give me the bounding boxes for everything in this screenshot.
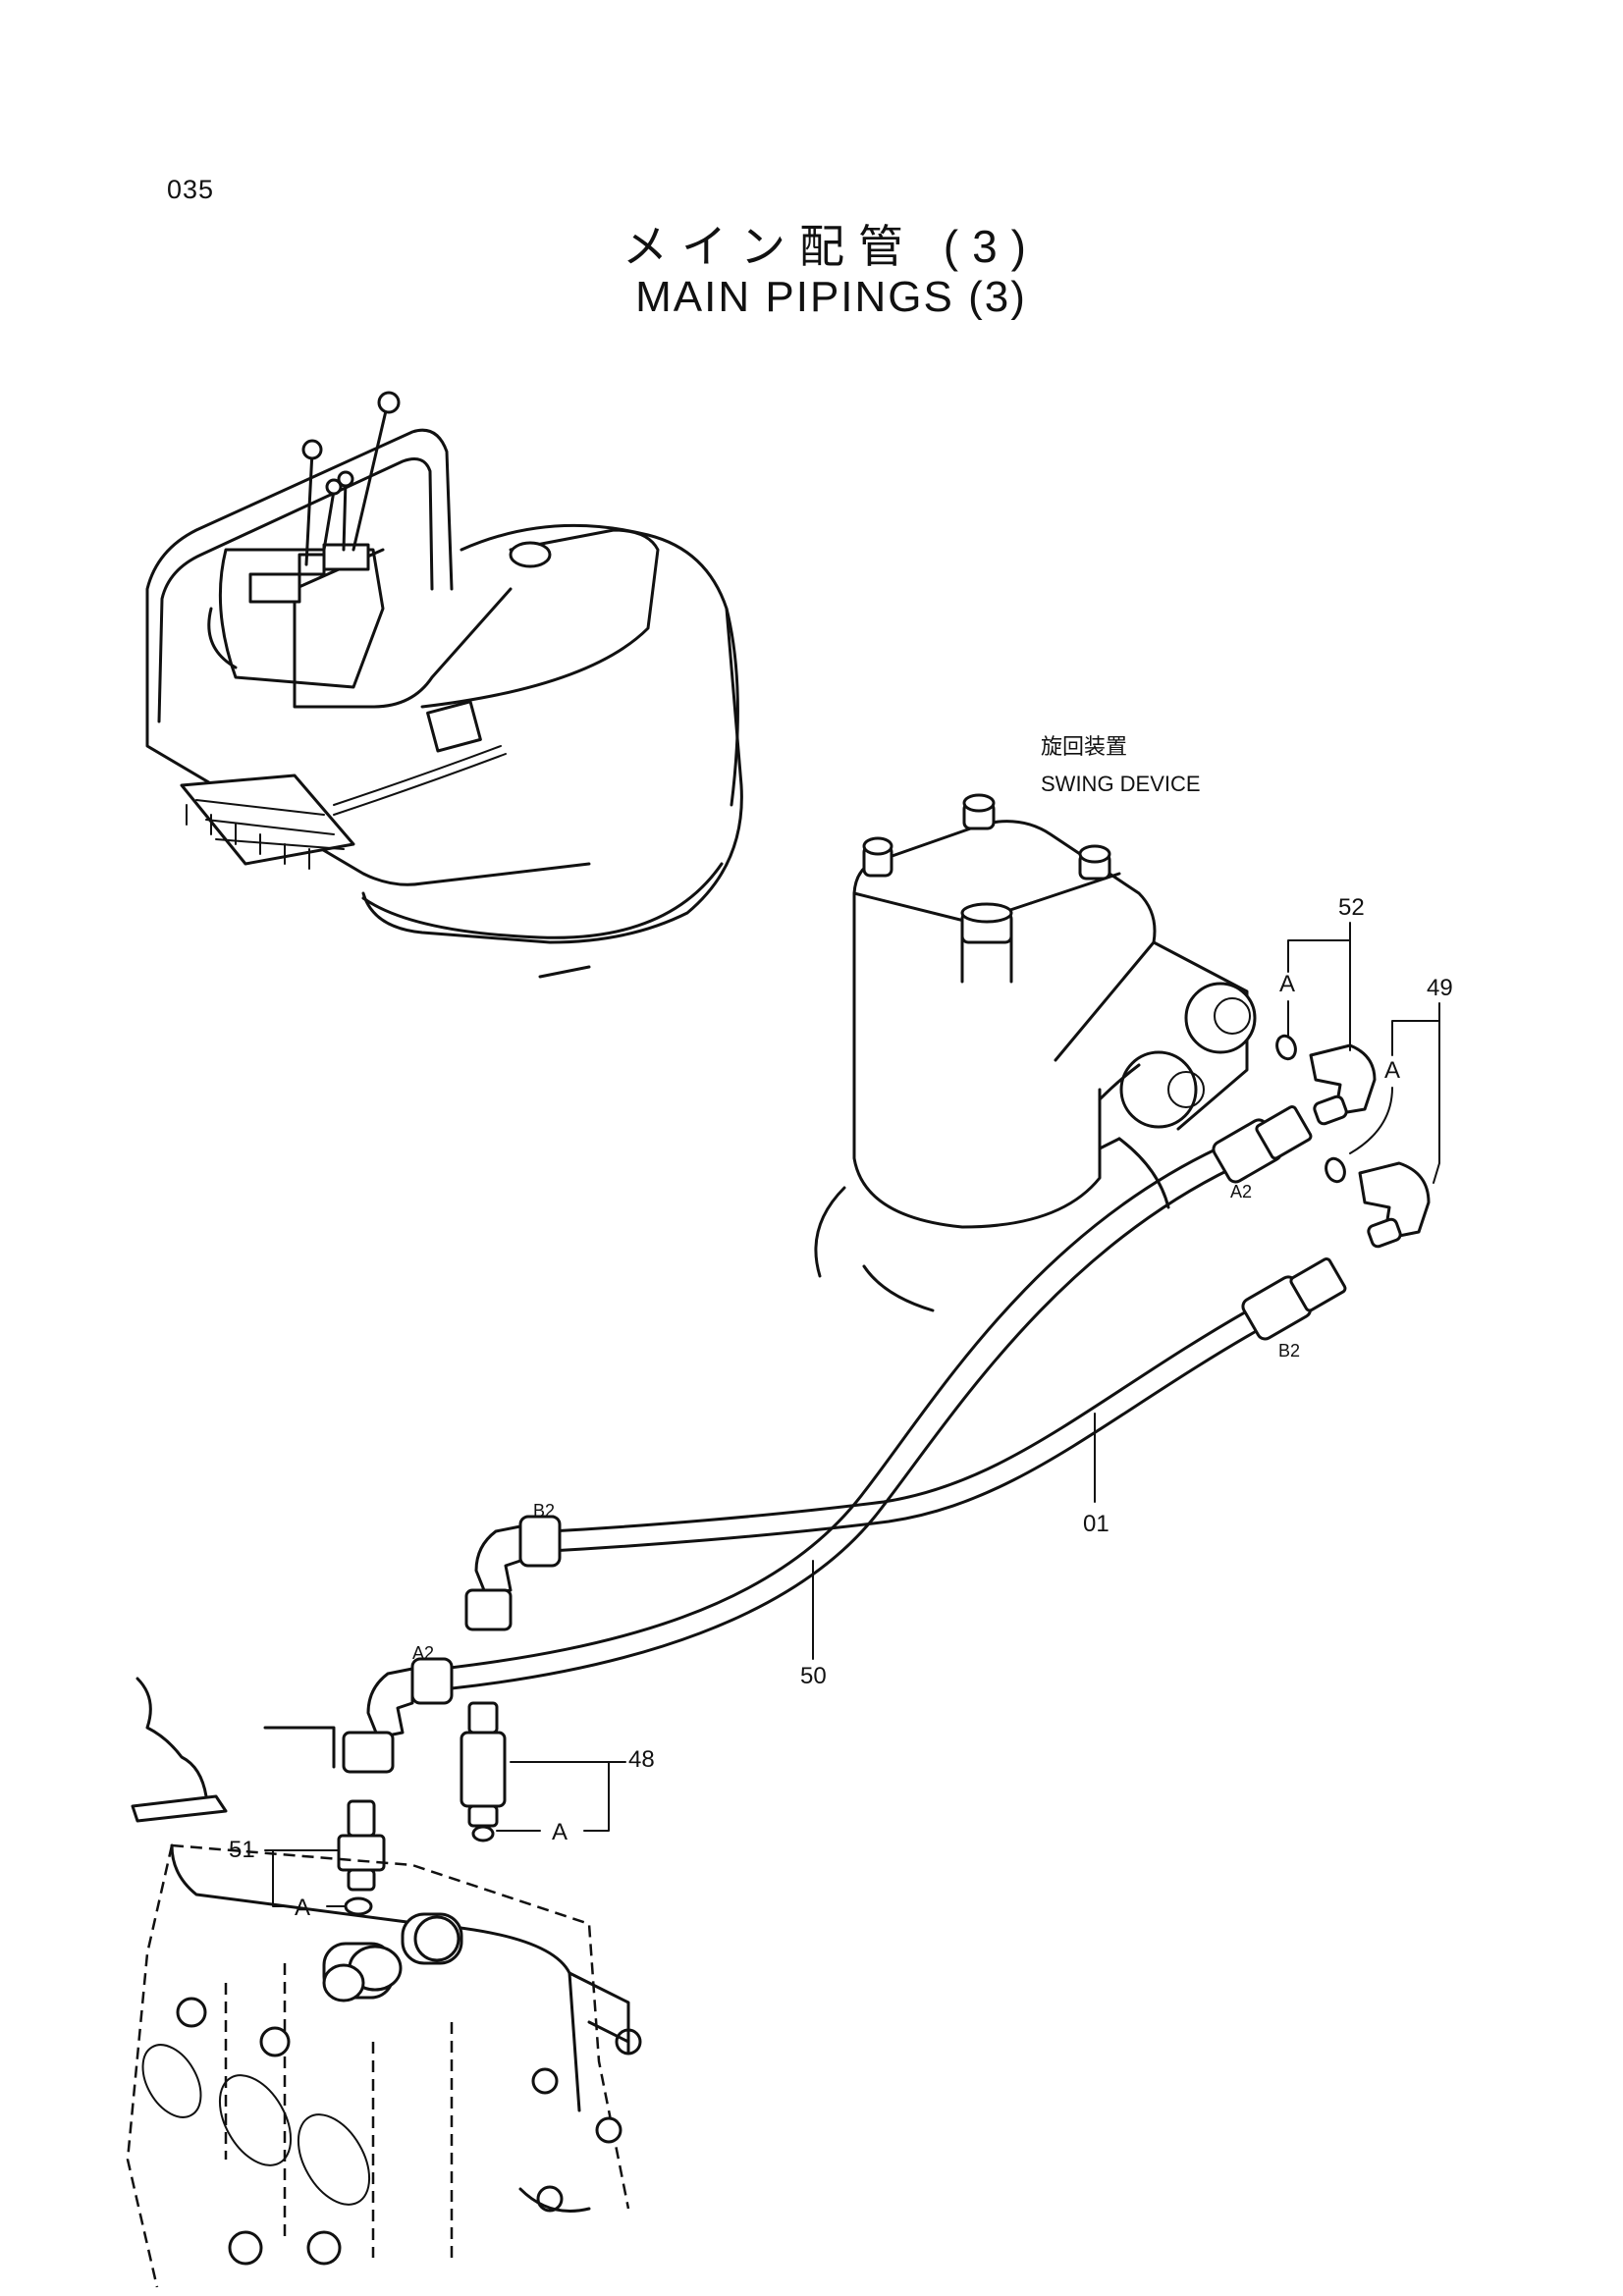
hose-50 [440, 1105, 1313, 1690]
port-label-hose-50-bottom: A2 [412, 1643, 434, 1663]
callout-48-sub: A [552, 1819, 568, 1845]
hose-01-lower-fitting [464, 1515, 562, 1631]
swing-device-illustration [814, 793, 1257, 1312]
callout-49: 49 [1427, 975, 1453, 1001]
hose-50-lower-fitting [342, 1657, 454, 1774]
swing-device-label-en: SWING DEVICE [1041, 772, 1201, 796]
callout-51-sub: A [295, 1895, 310, 1921]
elbow-fitting-52 [1275, 1034, 1377, 1126]
page-title-japanese: メイン配管 (3) [622, 221, 1040, 272]
callout-50: 50 [800, 1663, 827, 1689]
elbow-fitting-49 [1325, 1156, 1431, 1249]
machine-overview-illustration [145, 391, 743, 979]
callout-52-sub: A [1279, 971, 1295, 997]
control-valve-small [180, 774, 355, 870]
port-label-hose-01-bottom: B2 [533, 1501, 555, 1521]
port-label-hose-50-top: A2 [1230, 1182, 1252, 1201]
callout-52: 52 [1338, 894, 1365, 921]
fitting-51 [337, 1799, 386, 1916]
page-title-english: MAIN PIPINGS (3) [635, 273, 1027, 321]
fitting-48 [460, 1701, 507, 1842]
callout-01: 01 [1083, 1511, 1109, 1537]
control-valve-illustration [126, 1677, 642, 2288]
hose-01 [548, 1257, 1347, 1553]
port-label-hose-01-top: B2 [1278, 1341, 1300, 1361]
callout-51: 51 [229, 1837, 255, 1863]
callout-49-sub: A [1384, 1057, 1400, 1084]
callout-48: 48 [628, 1746, 655, 1773]
page-number: 035 [167, 175, 215, 204]
swing-device-label-jp: 旋回装置 [1041, 734, 1127, 759]
